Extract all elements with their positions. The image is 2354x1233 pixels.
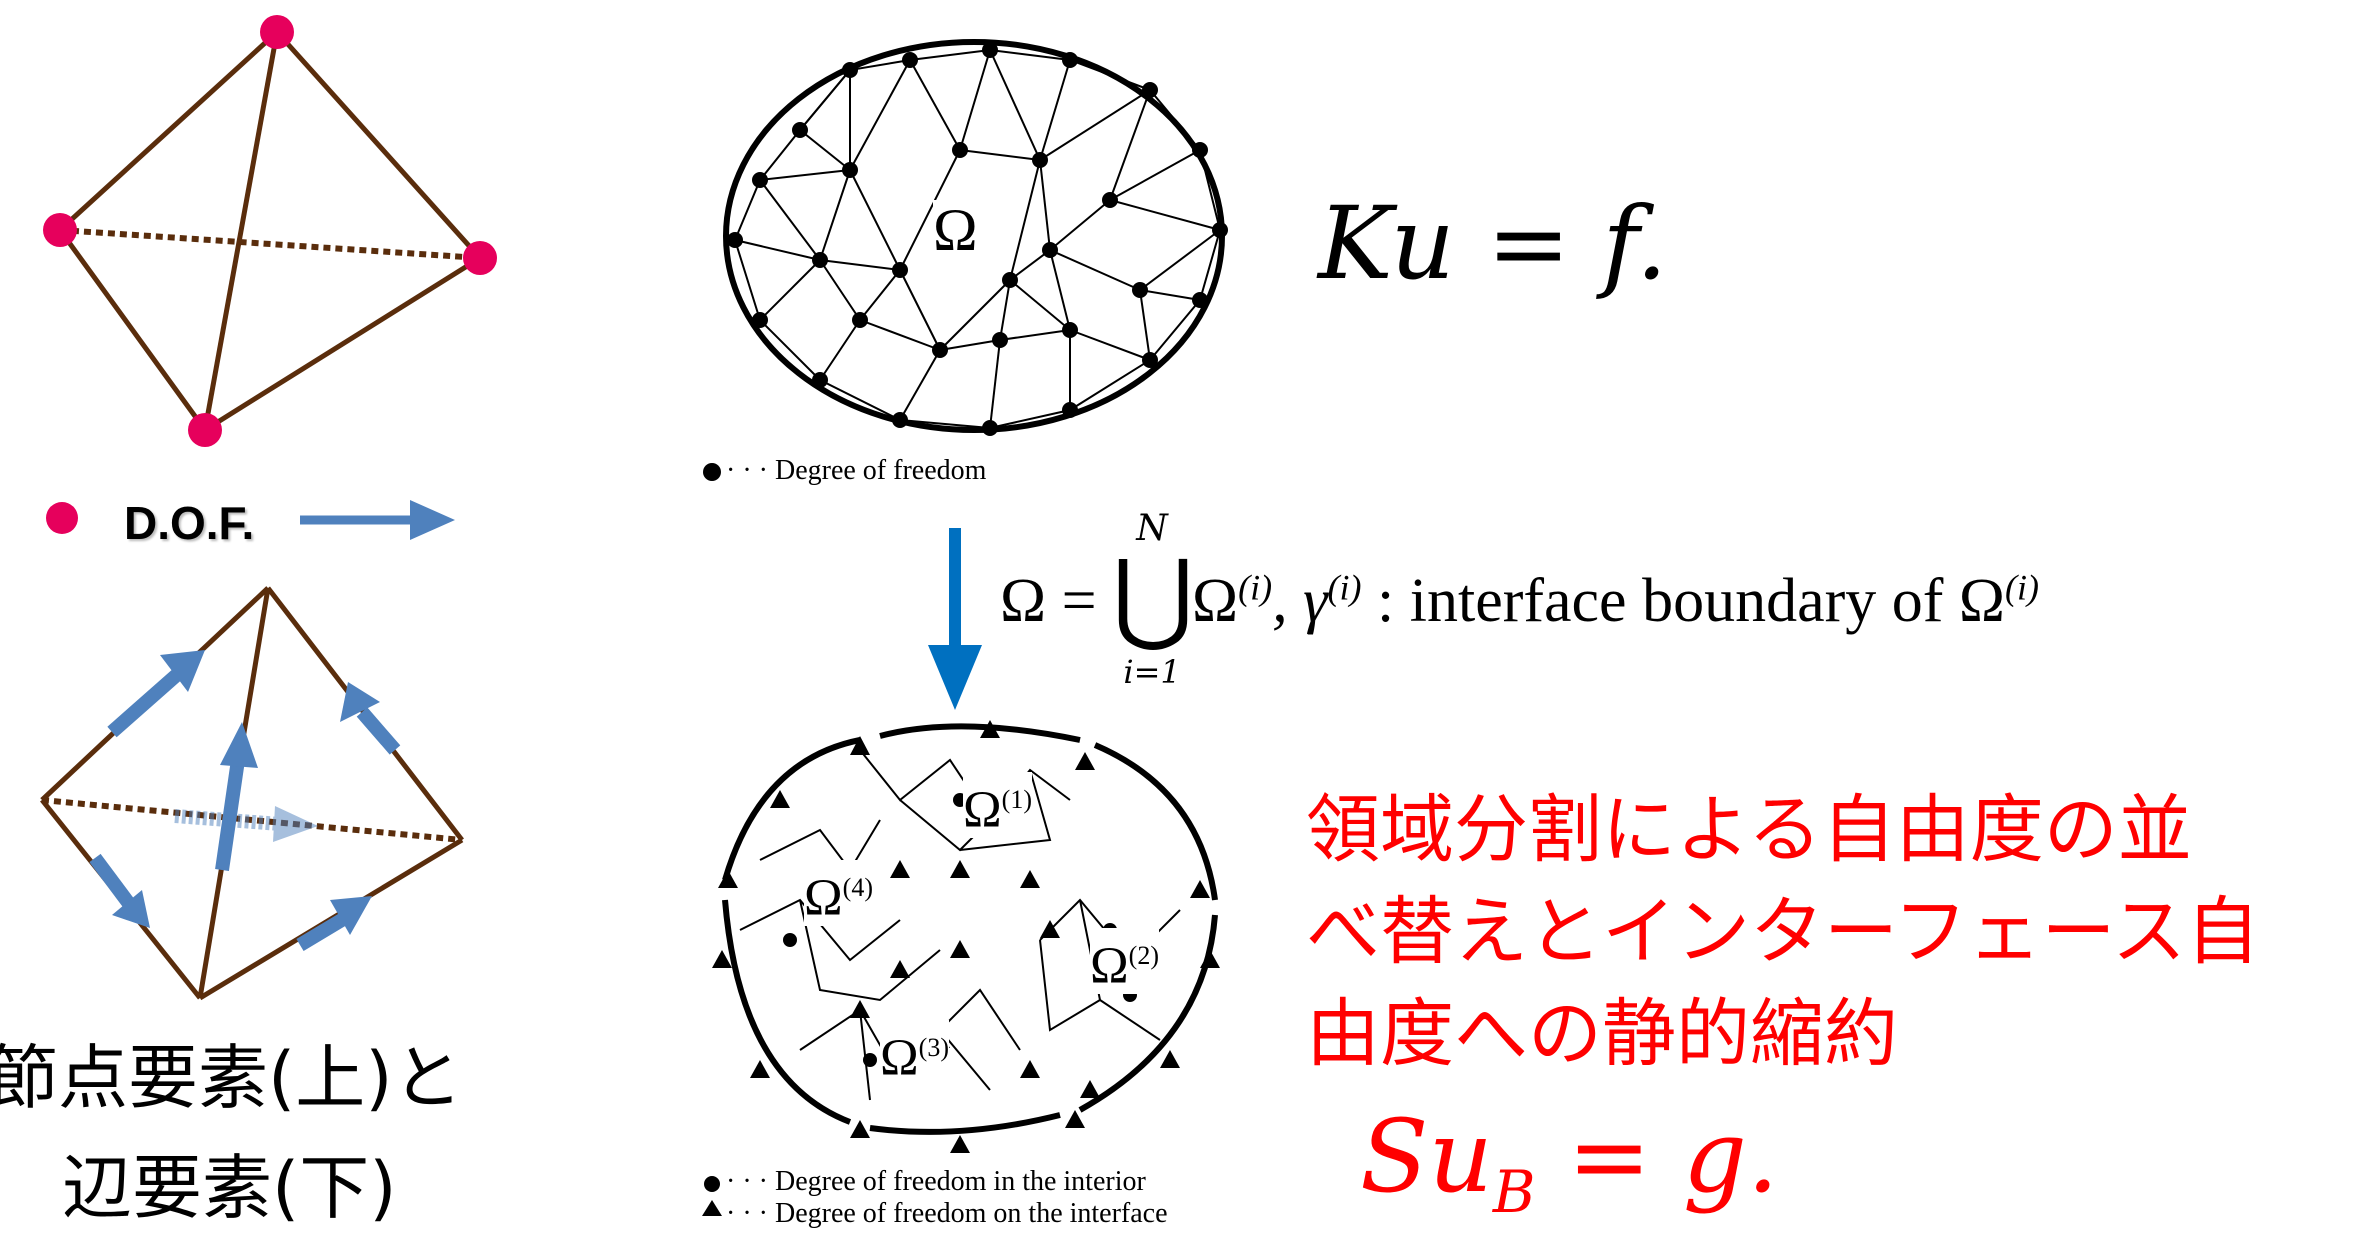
decomposition-formula: Ω = N ⋃ i=1 Ω(i), γ(i) : interface bound…: [1000, 508, 2039, 691]
formula-desc-sup: (i): [2004, 567, 2039, 608]
hidden-edge-arrow: [174, 806, 318, 842]
legend-interior: · · · Degree of freedom in the interior: [726, 1166, 1146, 1197]
formula-gamma-sup: (i): [1327, 567, 1362, 608]
nodal-dof-nodes: [43, 15, 497, 447]
formula-term-sup: (i): [1238, 567, 1273, 608]
formula-desc: : interface boundary of Ω: [1361, 567, 2005, 635]
formula-gamma: , γ: [1272, 567, 1328, 635]
element-caption-line1: 節点要素(上)と: [0, 1037, 463, 1119]
node-dot: [260, 15, 294, 49]
union-symbol: N ⋃ i=1: [1112, 508, 1195, 691]
mesh-nodes: [727, 42, 1228, 436]
subdomain-label-2: Ω(2): [1090, 928, 1159, 995]
formula-term: Ω: [1192, 567, 1239, 635]
decomposed-boundary: [722, 723, 1218, 1135]
schur-equation: SuB = g.: [1360, 1098, 1779, 1226]
japanese-note-line2: べ替えとインターフェース自: [1306, 889, 2260, 975]
schur-sub: B: [1492, 1158, 1536, 1226]
system-equation: Ku = f.: [1318, 185, 1668, 302]
top-mesh-legend: · · · Degree of freedom: [726, 455, 987, 486]
legend-interior-dot: [704, 1176, 720, 1192]
legend-interface-triangle: [702, 1200, 722, 1216]
dof-label: D.O.F.: [124, 497, 255, 549]
union-top: N: [1136, 508, 1168, 549]
formula-lhs: Ω =: [1000, 567, 1097, 635]
node-dot: [463, 241, 497, 275]
schur-rhs: = g.: [1535, 1098, 1779, 1215]
japanese-note-line1: 領域分割による自由度の並: [1306, 787, 2192, 873]
legend-interface: · · · Degree of freedom on the interface: [726, 1198, 1168, 1229]
subdomain-label-1: Ω(1): [963, 772, 1032, 839]
node-dot: [188, 413, 222, 447]
dof-dot-legend-icon: [46, 502, 78, 534]
node-dot: [43, 213, 77, 247]
edge-dof-arrows: [89, 650, 401, 952]
japanese-note-line3: 由度への静的縮約: [1306, 991, 1898, 1077]
element-caption-line2: 辺要素(下): [62, 1147, 397, 1229]
mesh-edges: [733, 48, 1222, 430]
subdomain-label-3: Ω(3): [880, 1020, 949, 1087]
dof-arrow-legend-icon: [300, 500, 455, 540]
subdomain-label-4: Ω(4): [804, 860, 873, 927]
legend-dof-dot: [703, 463, 721, 481]
top-mesh-omega: Ω: [933, 197, 978, 263]
union-bottom: i=1: [1123, 653, 1181, 691]
schur-lhs: Su: [1360, 1098, 1493, 1215]
nodal-element-diagram: [57, 30, 482, 433]
interface-dof-triangles: [712, 720, 1220, 1153]
